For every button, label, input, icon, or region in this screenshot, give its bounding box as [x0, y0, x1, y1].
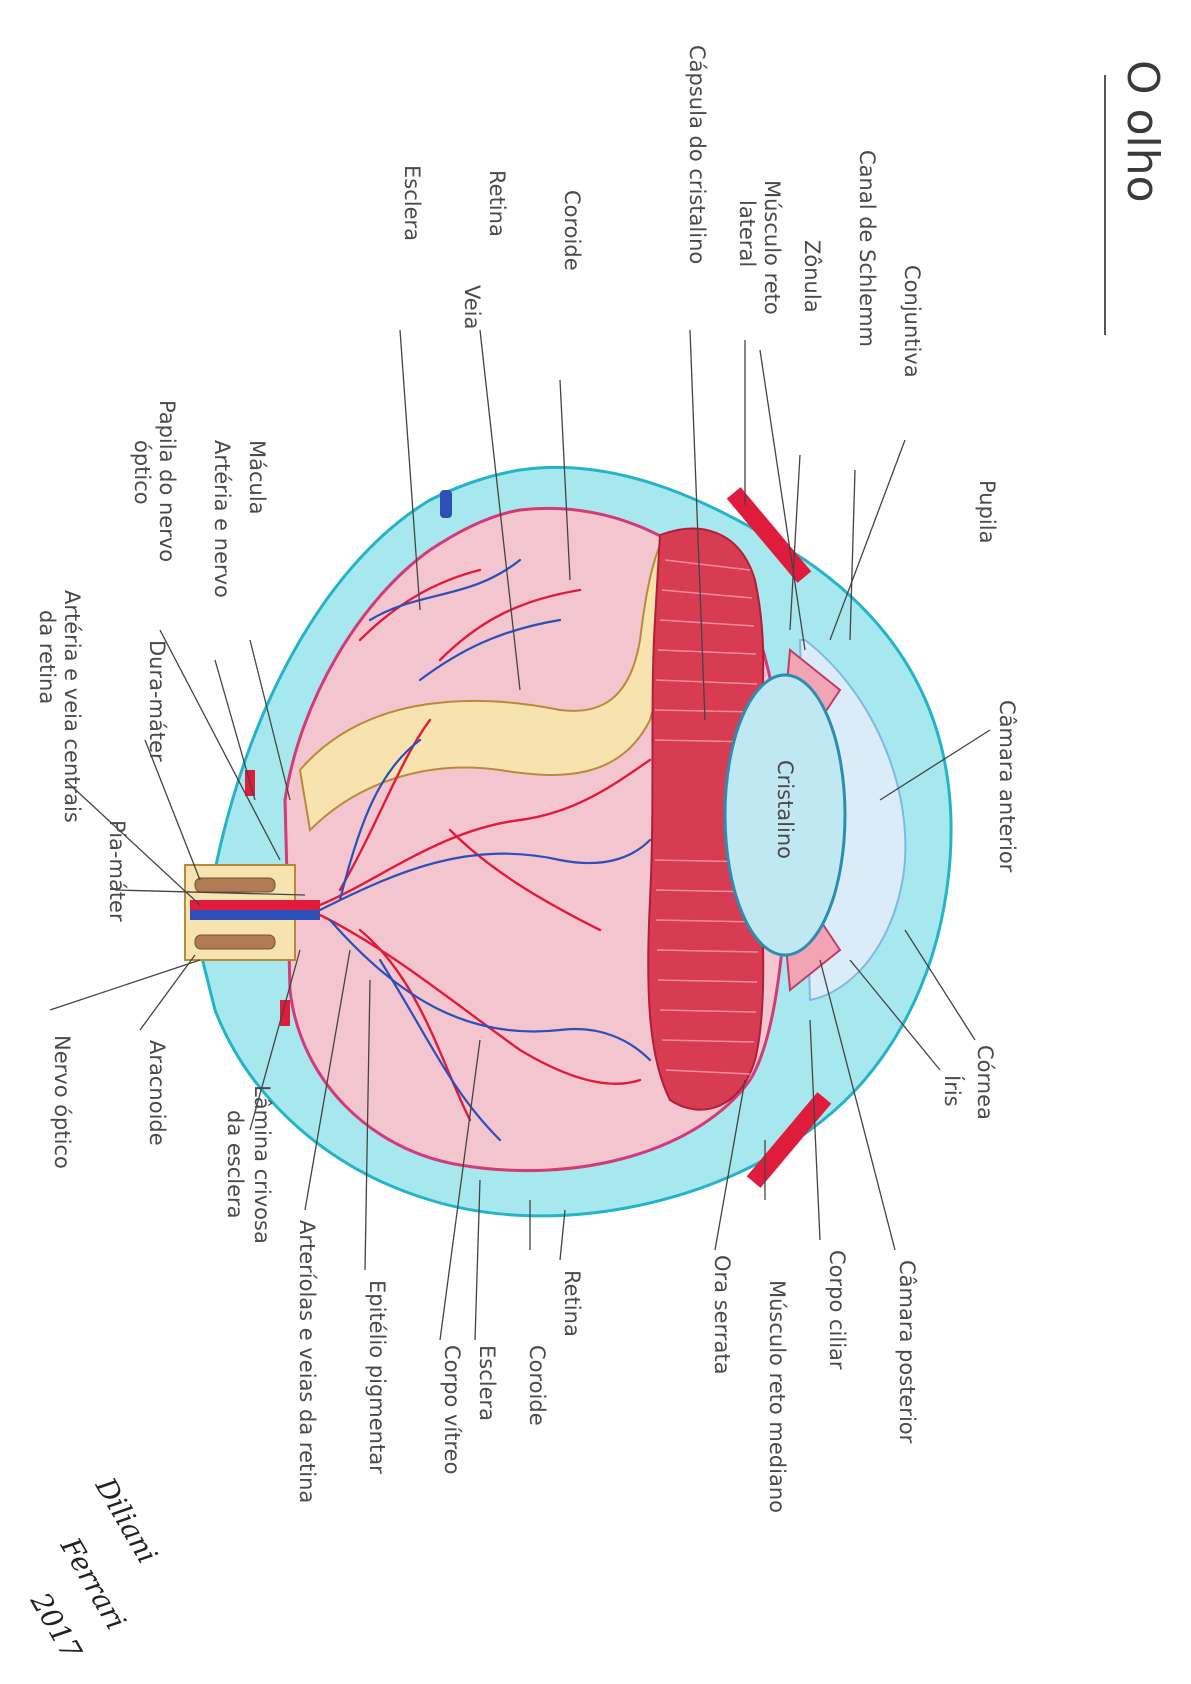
label-zonula: Zônula	[800, 240, 824, 313]
label-arteria-veia-centrais-2: da retina	[35, 610, 59, 704]
label-corpo-ciliar: Corpo ciliar	[825, 1250, 849, 1370]
label-corpo-vitreo: Corpo vítreo	[440, 1345, 464, 1474]
artery-marker-bottom	[280, 1000, 290, 1026]
lateral-rectus-muscle	[726, 487, 812, 583]
label-lamina-crivosa-1: Lâmina crivosa	[250, 1085, 274, 1244]
label-lamina-crivosa-2: da esclera	[223, 1110, 247, 1219]
label-canal-schlemm: Canal de Schlemm	[855, 150, 879, 347]
medial-rectus-muscle	[746, 1092, 832, 1188]
label-ora-serrata: Ora serrata	[710, 1255, 734, 1374]
label-musculo-reto-lateral-1: Músculo reto	[760, 180, 784, 315]
label-conjuntiva: Conjuntiva	[900, 265, 924, 378]
signature: Diliani Ferrari 2017	[23, 1471, 164, 1665]
leader-lines	[49, 329, 991, 1341]
label-coroide-top: Coroide	[560, 190, 584, 271]
label-retina-top: Retina	[485, 170, 509, 237]
label-aracnoide: Aracnoide	[145, 1040, 169, 1146]
label-papila-2: óptico	[130, 440, 154, 505]
label-iris: Íris	[940, 1075, 965, 1107]
vein-marker	[440, 490, 452, 518]
optic-nerve	[184, 864, 320, 961]
label-dura-mater: Dura-máter	[145, 640, 169, 762]
label-coroide-bottom: Coroide	[525, 1345, 549, 1426]
label-nervo-optico: Nervo óptico	[50, 1035, 74, 1169]
label-esclera-top: Esclera	[400, 165, 424, 241]
label-cornea: Córnea	[973, 1045, 997, 1120]
label-epitelio-pigmentar: Epitélio pigmentar	[365, 1280, 389, 1474]
ciliary-body	[647, 527, 765, 1111]
signature-year: 2017	[23, 1586, 88, 1665]
signature-line-1: Diliani	[88, 1471, 164, 1569]
label-capsula-cristalino: Cápsula do cristalino	[685, 45, 709, 264]
label-retina-bottom: Retina	[560, 1270, 584, 1337]
label-papila-1: Papila do nervo	[155, 400, 179, 562]
label-arteria-veia-centrais-1: Artéria e veia centrais	[60, 590, 84, 823]
title-group: O olho	[1117, 60, 1168, 203]
label-musculo-reto-lateral-2: lateral	[735, 200, 759, 267]
eyeball: Cristalino	[184, 465, 953, 1218]
label-musculo-reto-mediano: Músculo reto mediano	[765, 1280, 789, 1513]
label-camara-anterior: Câmara anterior	[995, 700, 1019, 873]
label-macula: Mácula	[245, 440, 269, 515]
label-arteriolas-veias: Arteríolas e veias da retina	[295, 1220, 319, 1503]
lens-label: Cristalino	[773, 760, 797, 859]
label-veia: Veia	[460, 285, 484, 329]
label-camara-posterior: Câmara posterior	[895, 1260, 919, 1444]
label-pupila: Pupila	[975, 480, 999, 543]
label-esclera-bottom: Esclera	[475, 1345, 499, 1421]
label-arteria-nervo: Artéria e nervo	[210, 440, 234, 598]
page-title: O olho	[1117, 60, 1168, 203]
labels: Conjuntiva Canal de Schlemm Zônula Múscu…	[35, 45, 1019, 1513]
label-pia-mater: Pia-máter	[105, 820, 129, 922]
retinal-vessels	[318, 558, 652, 1142]
lens	[723, 673, 847, 957]
